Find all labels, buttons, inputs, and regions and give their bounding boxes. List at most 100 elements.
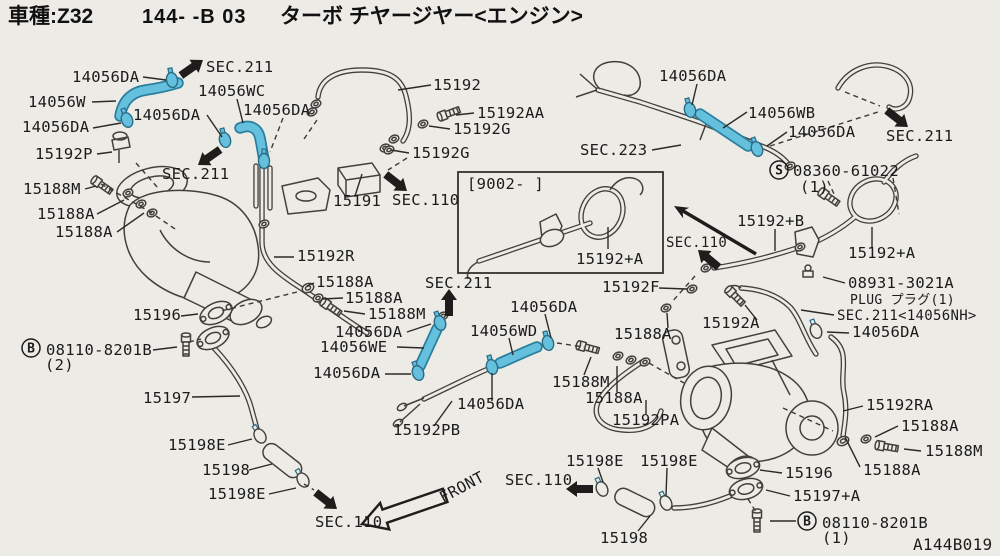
washer: [388, 134, 400, 144]
leader-line: [665, 467, 668, 497]
part-label: 15198E: [640, 452, 698, 470]
part-label: FRONT: [436, 468, 487, 507]
part-label: 15188M: [23, 180, 81, 198]
part-label: 15192RA: [866, 396, 934, 414]
leader-line: [637, 515, 651, 532]
part-label: 14056W: [28, 93, 86, 111]
leader-line: [91, 100, 117, 103]
leader-line: [766, 131, 788, 147]
part-label: 15192+B: [737, 212, 804, 230]
section-code: 144- -B 03: [142, 6, 247, 28]
part-label: 14056WE: [320, 338, 387, 356]
washer: [686, 284, 698, 294]
inset-box: [457, 171, 664, 274]
part-label: 15192A: [702, 314, 760, 332]
sec-reference-arrow: [884, 107, 908, 127]
hose-clamp-14056da: [433, 310, 447, 331]
part-label: 15196: [785, 464, 833, 482]
leader-line: [406, 323, 432, 333]
hose-clamp-14056da: [809, 318, 823, 339]
part-label: 15197: [143, 389, 191, 407]
part-label: 14056DA: [457, 395, 525, 413]
sec-reference-arrow: [198, 146, 223, 166]
dashed-leader-line: [188, 338, 202, 343]
diagram-id: A144B019: [913, 535, 992, 554]
leader-line: [842, 405, 864, 412]
washer: [306, 107, 318, 117]
hose-clamp-14056da: [165, 67, 179, 89]
bolt: [817, 187, 841, 207]
part-label: SEC.110: [505, 471, 572, 489]
sec-reference-arrow: [383, 171, 407, 191]
part-label: 14056WD: [470, 322, 537, 340]
leader-line: [142, 76, 167, 81]
sec-reference-arrow: [698, 250, 722, 271]
part-label: 15192AA: [477, 104, 545, 122]
washer: [639, 357, 651, 367]
part-label: 15188A: [901, 417, 959, 435]
part-label: 15192PB: [393, 421, 460, 439]
washer: [135, 199, 147, 209]
bolt: [319, 297, 343, 317]
bolt: [575, 340, 601, 355]
hose-clamp-14056da: [683, 97, 697, 119]
hose-clamp-14056da: [294, 467, 310, 488]
dashed-leader-line: [827, 180, 835, 195]
bolt: [723, 284, 746, 307]
leader-line: [116, 212, 145, 233]
part-label: (1): [800, 178, 829, 196]
part-label: 15192PA: [612, 411, 680, 429]
front-direction-arrow: [359, 487, 450, 532]
part-label: 15192P: [35, 145, 93, 163]
leader-line: [428, 125, 451, 130]
part-label: (2): [45, 356, 74, 374]
part-label: 08360-61022: [793, 162, 899, 180]
part-label: 15192: [433, 76, 481, 94]
part-label: 14056DA: [659, 67, 727, 85]
leader-line: [765, 489, 791, 497]
circled-prefix-letter: B: [803, 515, 811, 530]
leader-line: [433, 400, 453, 427]
part-label: SEC.110: [392, 191, 459, 209]
washer: [625, 355, 637, 365]
part-label: PLUG プラグ(1): [850, 293, 955, 308]
hose-clamp-14056da: [485, 354, 499, 376]
part-label: SEC.211: [206, 58, 273, 76]
leader-line: [268, 487, 297, 495]
washer: [860, 434, 872, 444]
bracket-plate-left: [281, 177, 331, 215]
plug-08931: [802, 270, 814, 278]
detail-lines: [111, 60, 820, 428]
leader-line: [722, 111, 748, 129]
washer: [310, 99, 322, 109]
part-label: 15198: [600, 529, 648, 547]
bolt: [874, 439, 900, 453]
part-label: 15188A: [585, 389, 643, 407]
leader-line: [321, 297, 344, 300]
bracket-15191: [337, 162, 381, 198]
leader-line: [903, 448, 922, 452]
bracket-right: [661, 329, 691, 379]
dashed-leader-line: [155, 215, 179, 232]
leader-line: [666, 312, 669, 329]
sec-reference-arrow: [566, 481, 593, 497]
part-label: 15192+A: [576, 250, 644, 268]
part-label: 15196: [133, 306, 181, 324]
circled-prefix: [797, 511, 817, 531]
part-label: 14056DA: [72, 68, 140, 86]
dashed-leader-line: [782, 407, 834, 432]
dashed-leader-line: [135, 162, 159, 189]
leader-line: [227, 438, 253, 446]
hose-clamp-14056da: [658, 490, 673, 511]
part-label: 15198E: [168, 436, 226, 454]
hose-clamp-14056da: [257, 148, 271, 170]
hose-clamp-14056da: [218, 127, 232, 149]
pipe-15192: [315, 67, 413, 144]
gasket-plate-top: [711, 329, 793, 373]
part-label: 15188A: [863, 461, 921, 479]
tube-15198-right: [614, 487, 656, 518]
part-label: SEC.211<14056NH>: [837, 308, 977, 324]
hose-clamp-14056da: [251, 423, 267, 444]
leader-line: [180, 313, 199, 317]
leader-line: [800, 309, 835, 316]
